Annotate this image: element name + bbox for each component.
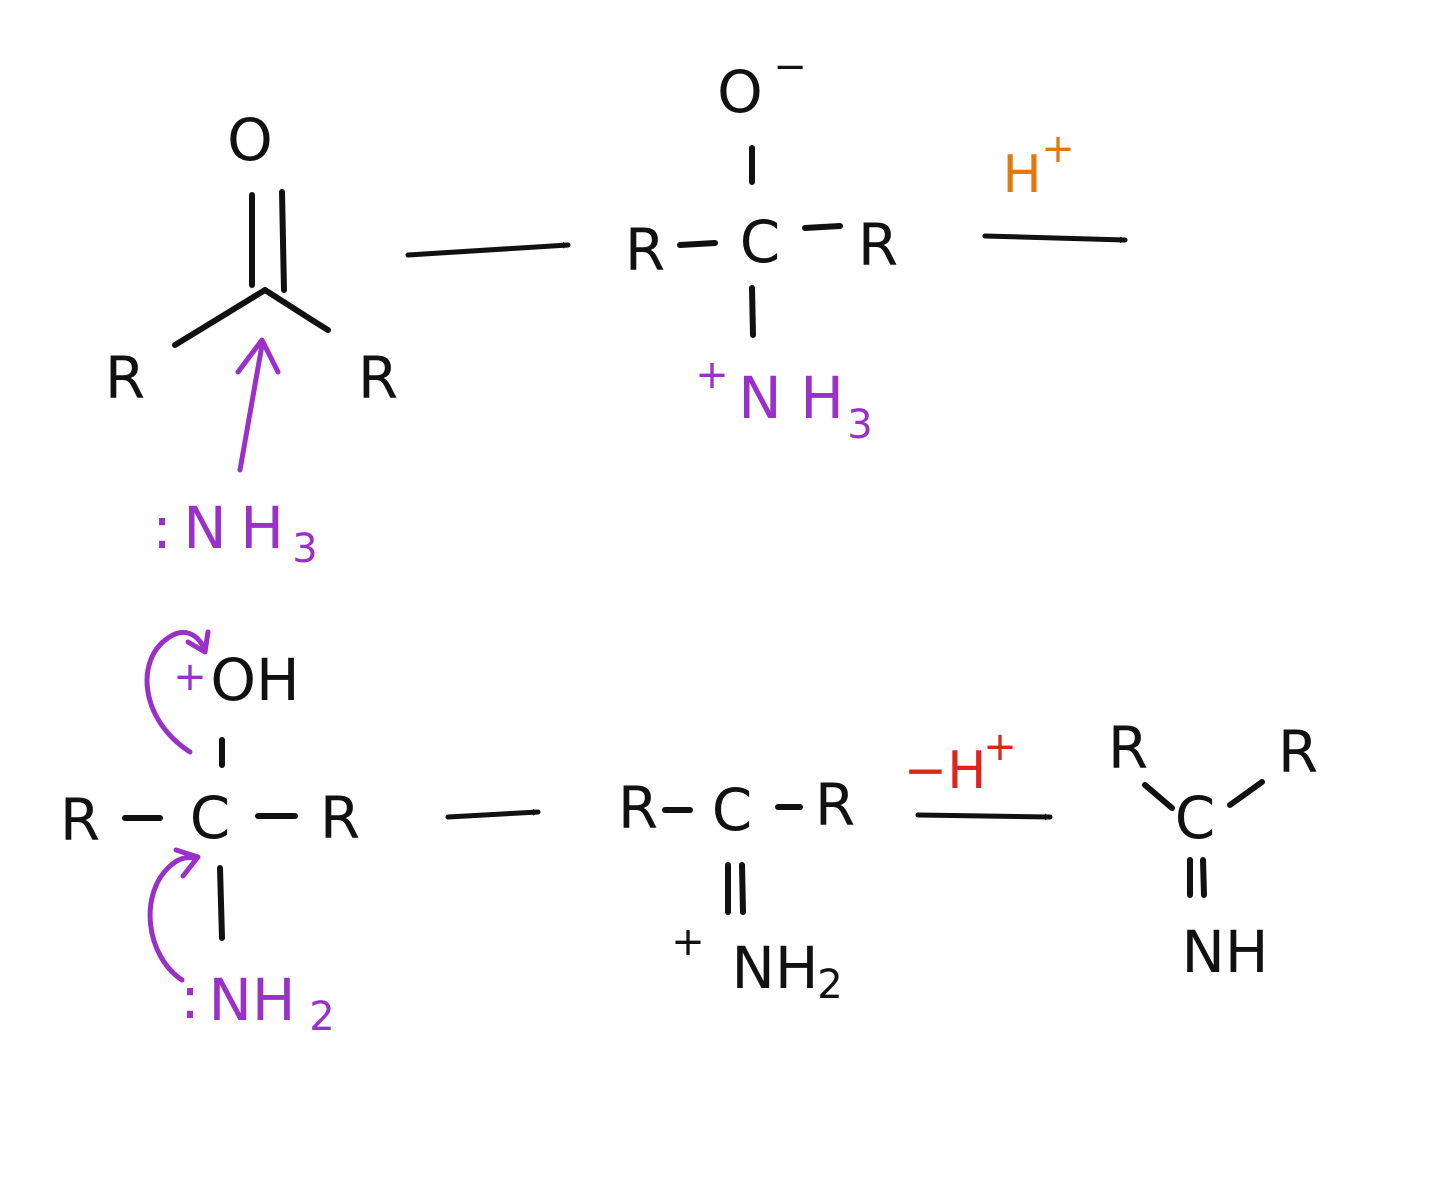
subscript-3: 3 bbox=[847, 402, 872, 448]
bond-c-r-right bbox=[1227, 779, 1265, 808]
lone-pair: : bbox=[152, 494, 172, 562]
r-right: R bbox=[858, 211, 898, 279]
subscript-3: 3 bbox=[292, 526, 317, 572]
r-right: R bbox=[1278, 718, 1318, 786]
reaction-arrow-4 bbox=[915, 812, 1053, 821]
bond-r-c-left bbox=[677, 240, 718, 248]
iminium-nitrogen: NH bbox=[732, 934, 819, 1002]
central-carbon: C bbox=[740, 208, 781, 276]
hydroxyl-group: OH bbox=[210, 646, 299, 714]
leaving-group-arrow bbox=[144, 629, 206, 755]
lone-pair-push-arrow bbox=[147, 855, 198, 983]
central-carbon: C bbox=[190, 784, 231, 852]
r-left: R bbox=[625, 216, 665, 284]
bond-r-c-left bbox=[1142, 782, 1175, 811]
bond-c-n bbox=[217, 865, 225, 941]
protonated-hemiaminal: + OH R C R : NH 2 bbox=[60, 629, 360, 1040]
r-left: R bbox=[1108, 714, 1148, 782]
oxygen-negative-charge: − bbox=[773, 44, 807, 90]
subscript-2: 2 bbox=[817, 962, 842, 1008]
central-carbon: C bbox=[1175, 784, 1216, 852]
oxonium-charge: + bbox=[173, 654, 207, 700]
reaction-arrow-3 bbox=[445, 809, 541, 820]
iminium-ion: R C R + NH 2 bbox=[618, 771, 855, 1008]
attack-arrow-head bbox=[235, 337, 281, 375]
r-left: R bbox=[105, 344, 145, 412]
r-right: R bbox=[815, 771, 855, 839]
subscript-2: 2 bbox=[309, 994, 334, 1040]
carbonyl-reactant: O R R bbox=[105, 106, 398, 412]
double-bond-right bbox=[739, 862, 746, 915]
deprotonation-label: −H bbox=[904, 741, 987, 801]
ammonium-hydrogen: H bbox=[800, 364, 844, 432]
bond-c-r-right bbox=[262, 287, 331, 333]
r-left: R bbox=[60, 786, 100, 854]
nitrogen: N bbox=[183, 494, 226, 562]
reaction-arrow-1 bbox=[405, 242, 571, 258]
proton-charge: + bbox=[1041, 126, 1075, 172]
r-left: R bbox=[618, 774, 658, 842]
proton-label: H bbox=[1002, 145, 1041, 205]
attack-arrow-shaft bbox=[237, 342, 265, 473]
leaving-group-arrow-head bbox=[185, 629, 211, 655]
iminium-charge: + bbox=[671, 919, 705, 965]
nucleophilic-attack-arrow bbox=[235, 337, 281, 473]
alkoxide-oxygen: O bbox=[717, 58, 763, 126]
deprotonation-reagent: −H + bbox=[904, 724, 1017, 801]
imine-product: R C R NH bbox=[1108, 714, 1318, 986]
lone-pair-push-arrow-head bbox=[173, 847, 201, 879]
ammonia-nucleophile: : N H 3 bbox=[152, 494, 318, 572]
r-right: R bbox=[320, 784, 360, 852]
reaction-arrow-2 bbox=[982, 233, 1128, 244]
lone-pair: : bbox=[180, 964, 200, 1032]
imine-nitrogen: NH bbox=[1182, 918, 1269, 986]
carbonyl-oxygen: O bbox=[227, 106, 273, 174]
ammonium-nitrogen: N bbox=[738, 364, 781, 432]
bond-c-r-right bbox=[802, 223, 843, 231]
amine-group: NH bbox=[209, 966, 296, 1034]
bond-c-n bbox=[749, 285, 756, 338]
bond-c-r-left bbox=[172, 287, 268, 348]
nitrogen-positive-charge: + bbox=[695, 352, 729, 398]
double-bond-right bbox=[1200, 857, 1207, 898]
proton-transfer-reagent: H + bbox=[1002, 126, 1074, 205]
central-carbon: C bbox=[712, 776, 753, 844]
deprotonation-charge: + bbox=[983, 724, 1017, 770]
tetrahedral-intermediate: O − R C R + N H 3 bbox=[625, 44, 898, 448]
hydrogen: H bbox=[240, 494, 284, 562]
r-right: R bbox=[358, 344, 398, 412]
double-bond-right bbox=[279, 189, 287, 293]
